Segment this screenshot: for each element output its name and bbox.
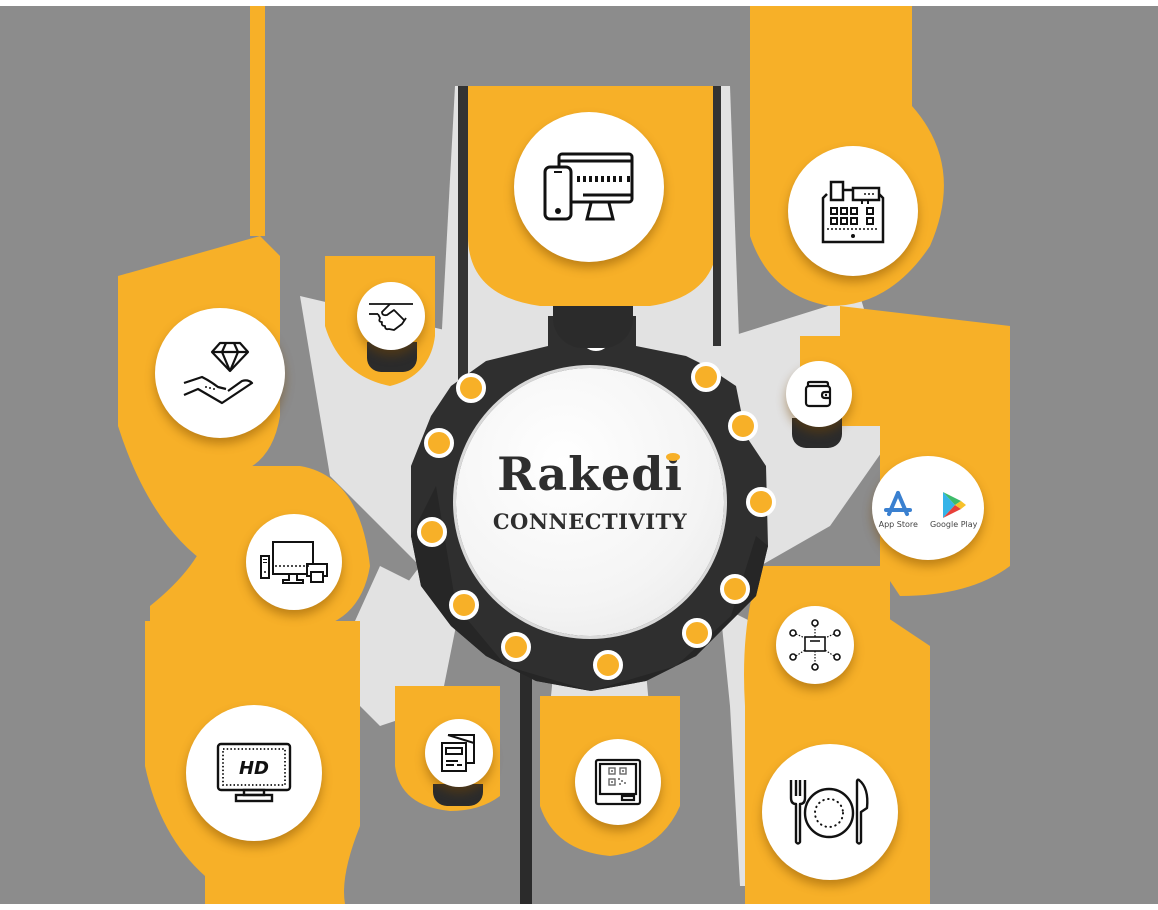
node-cash-register[interactable] xyxy=(788,146,918,276)
ring-node xyxy=(456,373,486,403)
handshake-icon xyxy=(369,303,413,331)
ring-node xyxy=(424,428,454,458)
plate-cutlery-icon xyxy=(789,778,869,845)
ring-node xyxy=(746,487,776,517)
node-wallet[interactable] xyxy=(786,361,852,427)
google-play-icon xyxy=(942,491,966,518)
brand-dot-accent xyxy=(665,452,680,461)
brand-name: Rakedi xyxy=(497,446,683,501)
wallet-icon xyxy=(804,380,832,408)
computer-printer-icon xyxy=(260,541,328,584)
ring-node xyxy=(417,517,447,547)
node-mobile-apps[interactable]: App Store Google Play xyxy=(872,456,984,560)
app-store-icon xyxy=(884,490,913,516)
node-partnership[interactable] xyxy=(357,282,425,350)
ring-node xyxy=(449,590,479,620)
collar xyxy=(553,306,633,348)
ring-node xyxy=(593,650,623,680)
app-store-badge[interactable]: App Store xyxy=(879,490,918,529)
node-restaurant[interactable] xyxy=(762,744,898,880)
node-hd-display[interactable]: HD xyxy=(186,705,322,841)
node-network[interactable] xyxy=(776,606,854,684)
menu-brochure-icon xyxy=(441,734,475,772)
center-logo: Rakedi CONNECTIVITY xyxy=(456,368,724,636)
cash-register-icon xyxy=(821,180,885,244)
node-hardware[interactable] xyxy=(246,514,342,610)
ring-node xyxy=(728,411,758,441)
node-loyalty[interactable] xyxy=(155,308,285,438)
network-hub-icon xyxy=(789,619,841,671)
infographic-canvas: Rakedi CONNECTIVITY xyxy=(0,6,1158,904)
node-multi-device[interactable] xyxy=(514,112,664,262)
collar xyxy=(433,784,483,806)
hd-tv-icon: HD xyxy=(216,742,292,803)
ring-node xyxy=(691,362,721,392)
diamond-hand-icon xyxy=(183,341,254,405)
brand-subtitle: CONNECTIVITY xyxy=(492,508,688,534)
hd-label: HD xyxy=(239,758,269,779)
qr-kiosk-icon xyxy=(594,758,642,806)
ring-node xyxy=(682,618,712,648)
google-play-badge[interactable]: Google Play xyxy=(930,490,977,529)
node-qr-kiosk[interactable] xyxy=(575,739,661,825)
node-menu[interactable] xyxy=(425,719,493,787)
ring-node xyxy=(501,632,531,662)
ring-node xyxy=(720,574,750,604)
monitor-phone-icon xyxy=(543,152,634,221)
